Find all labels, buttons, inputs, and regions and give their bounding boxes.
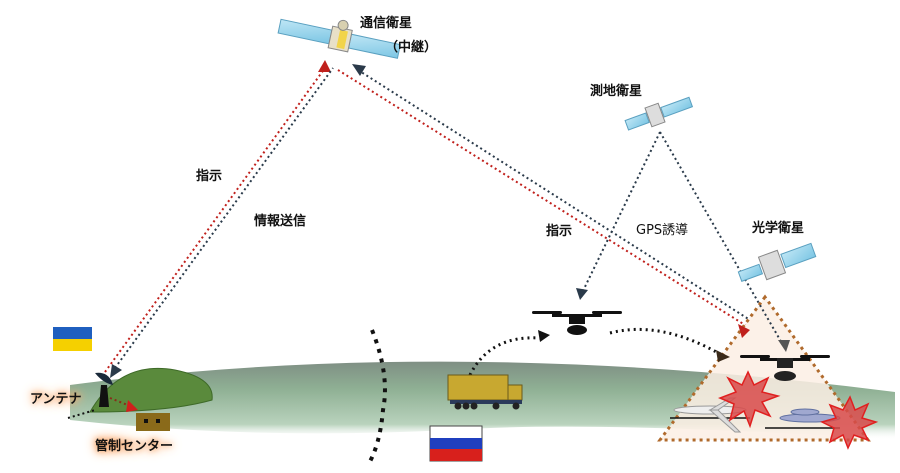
arrow-truck-drone (538, 330, 550, 342)
optical-satellite-icon (737, 242, 817, 282)
drone-target-icon (740, 355, 830, 381)
path-info-down (114, 67, 334, 369)
antenna-label: アンテナ (30, 392, 82, 407)
optical-satellite-label: 光学衛星 (752, 221, 805, 236)
antenna-icon (95, 372, 113, 407)
control-center-label: 管制センター (95, 439, 174, 454)
truck-icon (447, 374, 523, 410)
arrow-gps-drone (576, 288, 588, 300)
geodetic-satellite-icon (624, 96, 694, 131)
comm-satellite-label: 通信衛星 (360, 16, 413, 31)
path-instruction-right (337, 69, 746, 326)
explosion-icon (819, 395, 879, 450)
arrow-gps-target (778, 340, 790, 352)
ukraine-flag (53, 327, 92, 351)
info-transmission-label: 情報送信 (254, 214, 307, 229)
gps-guidance-label: GPS誘導 (636, 223, 689, 238)
arrow-blue-down (110, 364, 122, 378)
arrow-blue-satellite (352, 64, 366, 76)
path-gps-right (659, 131, 784, 346)
instruction-label-right: 指示 (546, 224, 573, 239)
arrow-red-up (318, 60, 331, 72)
control-center-icon (136, 413, 170, 431)
path-drone-to-target (609, 327, 721, 356)
aircraft-icon (670, 397, 750, 433)
target-zone (657, 294, 871, 442)
hill (89, 367, 213, 413)
comm-satellite-icon (277, 18, 401, 59)
geodetic-satellite-label: 測地衛星 (590, 84, 643, 99)
arrow-red-target (738, 324, 750, 338)
explosion-icon (717, 370, 781, 429)
relay-label: （中継） (385, 40, 438, 55)
awacs-aircraft-icon (765, 408, 841, 429)
instruction-label-left: 指示 (196, 169, 223, 184)
arrow-drone-target (716, 350, 730, 362)
border-line (366, 329, 387, 467)
drone-icon (532, 311, 622, 335)
arrow-to-control (126, 400, 138, 412)
path-gps-left (581, 131, 661, 294)
russia-flag (429, 425, 483, 462)
